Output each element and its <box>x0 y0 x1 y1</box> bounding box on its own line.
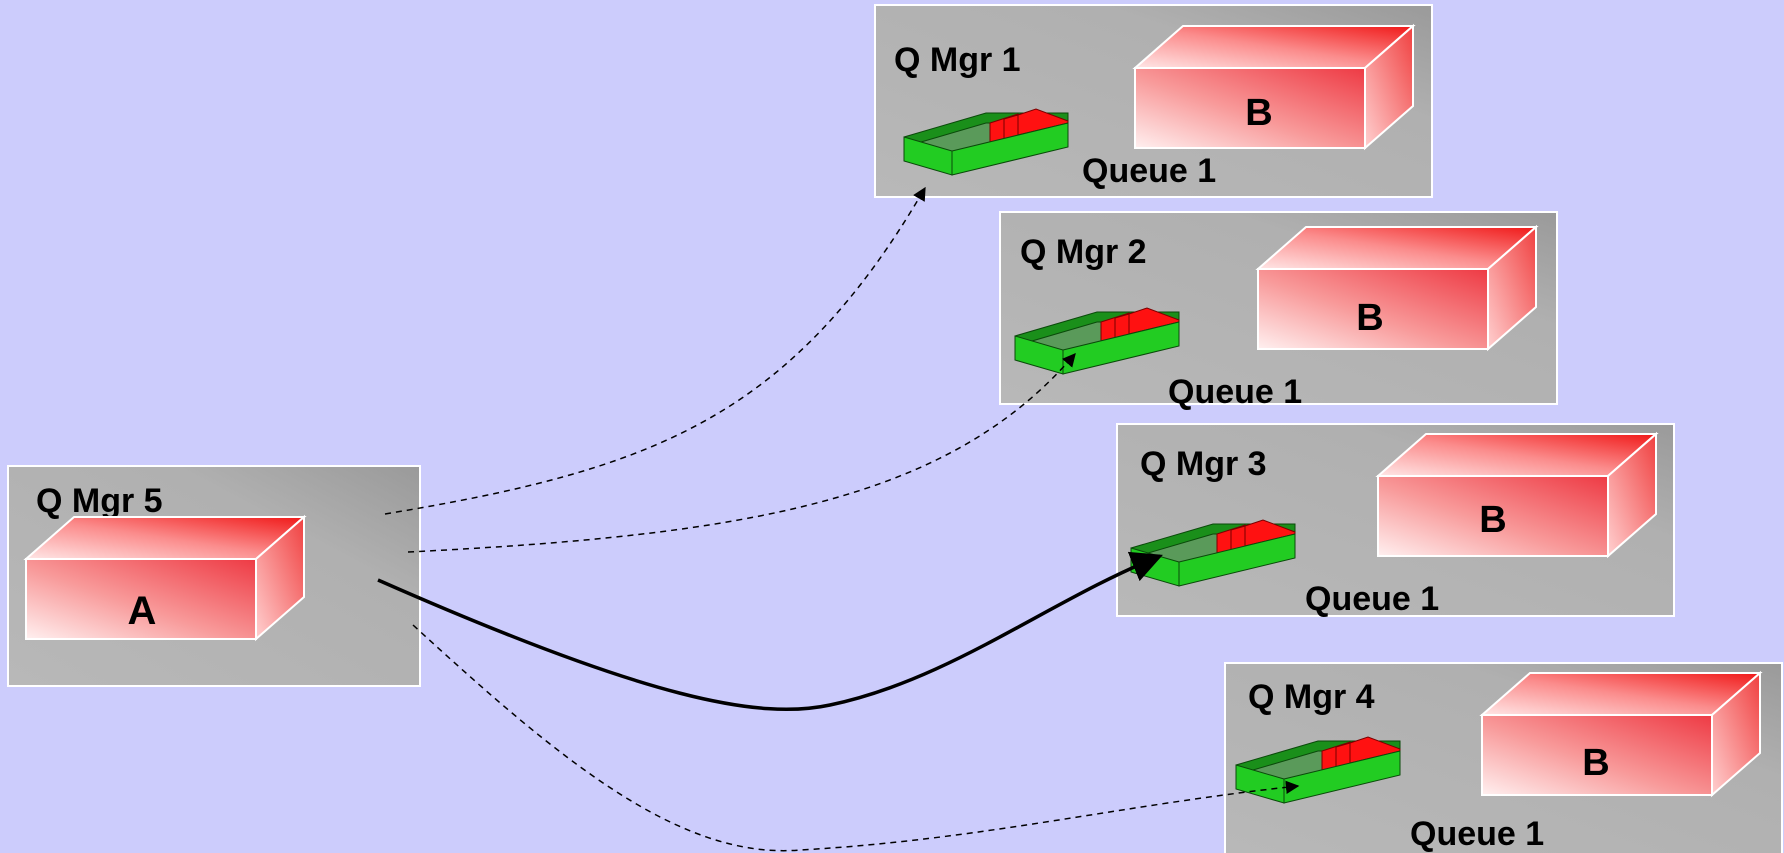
application-box <box>25 516 305 640</box>
application-box <box>1481 672 1761 796</box>
queue-manager-panel: Q Mgr 3 B Queue 1 <box>1116 423 1675 618</box>
application-box <box>1257 226 1537 350</box>
dashed-route-to-q-mgr-4 <box>412 624 1300 852</box>
queue-label: Queue 1 <box>1305 580 1439 618</box>
sender-queue-manager-panel: Q Mgr 5 A <box>7 465 421 687</box>
queue-manager-panel: Q Mgr 4 B Queue 1 <box>1224 662 1783 853</box>
application-label: A <box>128 589 157 633</box>
queue-label: Queue 1 <box>1168 373 1302 411</box>
queue-manager-title: Q Mgr 5 <box>36 482 163 520</box>
queue-label: Queue 1 <box>1410 815 1544 853</box>
active-route-to-q-mgr-3 <box>377 551 1163 712</box>
queue-manager-panel: Q Mgr 1 B Queue 1 <box>874 4 1433 198</box>
queue-label: Queue 1 <box>1082 152 1216 190</box>
application-label: B <box>1245 92 1272 134</box>
queue-manager-title: Q Mgr 1 <box>894 41 1021 79</box>
application-label: B <box>1479 499 1506 541</box>
queue-manager-title: Q Mgr 2 <box>1020 233 1147 271</box>
queue-manager-title: Q Mgr 3 <box>1140 445 1267 483</box>
application-box <box>1377 433 1657 557</box>
application-label: B <box>1356 297 1383 339</box>
application-box <box>1134 25 1414 149</box>
queue-manager-panel: Q Mgr 2 B Queue 1 <box>999 211 1558 411</box>
dashed-route-to-q-mgr-2 <box>407 352 1076 553</box>
application-label: B <box>1582 742 1609 784</box>
queue-manager-title: Q Mgr 4 <box>1248 678 1375 716</box>
routing-arrows <box>377 186 1300 852</box>
dashed-route-to-q-mgr-1 <box>384 186 926 515</box>
